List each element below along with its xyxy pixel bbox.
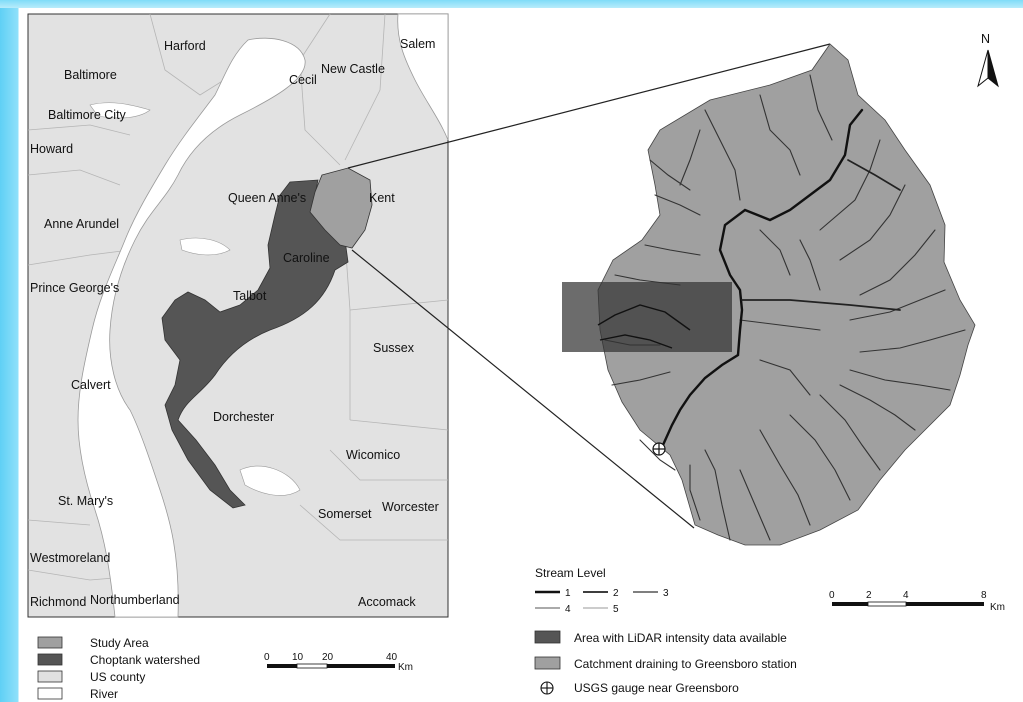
county-label: Talbot (233, 289, 267, 303)
map-legend: Study Area Choptank watershed US county … (37, 636, 200, 701)
county-label: Prince George's (30, 281, 119, 295)
county-label: New Castle (321, 62, 385, 76)
county-label: Accomack (358, 595, 416, 609)
county-label: Harford (164, 39, 206, 53)
scale-tick-label: 20 (322, 652, 334, 663)
legend-label: Area with LiDAR intensity data available (574, 631, 787, 645)
lidar-area-streams (597, 304, 691, 349)
county-label: Salem (400, 37, 435, 51)
county-label: Sussex (373, 341, 415, 355)
county-label: Anne Arundel (44, 217, 119, 231)
choptank-watershed (161, 179, 349, 509)
county-label: Baltimore City (48, 108, 127, 122)
legend-swatch (37, 670, 63, 683)
stream-level-label: 1 (565, 588, 571, 599)
scale-tick-label: 8 (981, 590, 987, 601)
legend-label: Catchment draining to Greensboro station (574, 657, 797, 671)
county-label: Caroline (283, 251, 330, 265)
regional-map (27, 13, 449, 618)
scale-tick-label: 2 (866, 590, 872, 601)
scale-unit: Km (990, 602, 1005, 613)
county-label: Baltimore (64, 68, 117, 82)
legend-swatch (534, 630, 561, 644)
legend-swatch (37, 653, 63, 666)
county-label: Worcester (382, 500, 439, 514)
catchment-map (562, 43, 976, 546)
stream-level-label: 4 (565, 604, 571, 615)
scale-tick-label: 0 (264, 652, 270, 663)
tributary-streams (604, 74, 966, 541)
legend-swatch (37, 636, 63, 649)
scale-tick-label: 40 (386, 652, 398, 663)
legend-swatch (534, 656, 561, 670)
regional-scale-bar: 0 10 20 40 Km (264, 652, 413, 673)
scale-tick-label: 4 (903, 590, 909, 601)
legend-label: Study Area (90, 636, 149, 650)
county-label: Calvert (71, 378, 111, 392)
catchment-scale-bar: 0 2 4 8 Km (829, 590, 1005, 613)
county-label: Somerset (318, 507, 372, 521)
secondary-streams (741, 159, 901, 311)
upper-bay-inlet (89, 102, 151, 119)
north-arrow-label: N (981, 32, 990, 46)
county-label: Cecil (289, 73, 317, 87)
zoom-line-bottom (351, 249, 695, 529)
legend-swatch (37, 687, 63, 700)
county-label: Queen Anne's (228, 191, 306, 205)
county-label: Howard (30, 142, 73, 156)
stream-legend-title: Stream Level (535, 566, 606, 580)
scale-unit: Km (398, 662, 413, 673)
lidar-area (562, 282, 732, 352)
legend-label: US county (90, 670, 145, 684)
county-label: Kent (369, 191, 395, 205)
southern-inlet (239, 465, 301, 496)
usgs-gauge-marker (652, 442, 666, 456)
tributary-inlet (179, 237, 231, 256)
catchment-area (597, 43, 976, 546)
county-label: Wicomico (346, 448, 400, 462)
stream-level-label: 5 (613, 604, 619, 615)
gauge-legend-icon (540, 681, 554, 695)
county-label: St. Mary's (58, 494, 113, 508)
county-labels: Harford Salem Baltimore Cecil New Castle… (30, 37, 439, 609)
page-top-band (0, 0, 1023, 8)
county-label: Richmond (30, 595, 86, 609)
main-stream (661, 108, 864, 447)
scale-tick-label: 0 (829, 590, 835, 601)
north-arrow: N (977, 32, 999, 88)
study-area (309, 167, 373, 249)
zoom-line-top (347, 43, 831, 169)
stream-level-label: 3 (663, 588, 669, 599)
stream-level-legend: Stream Level 1 2 3 4 5 (535, 566, 669, 615)
county-label: Northumberland (90, 593, 180, 607)
stream-level-label: 2 (613, 588, 619, 599)
catchment-legend: Area with LiDAR intensity data available… (534, 630, 797, 695)
county-label: Westmoreland (30, 551, 110, 565)
chesapeake-bay-water (77, 37, 306, 618)
legend-label: Choptank watershed (90, 653, 200, 667)
legend-label: USGS gauge near Greensboro (574, 681, 739, 695)
delaware-river-water (397, 13, 449, 141)
county-label: Dorchester (213, 410, 274, 424)
legend-label: River (90, 687, 118, 701)
scale-tick-label: 10 (292, 652, 304, 663)
